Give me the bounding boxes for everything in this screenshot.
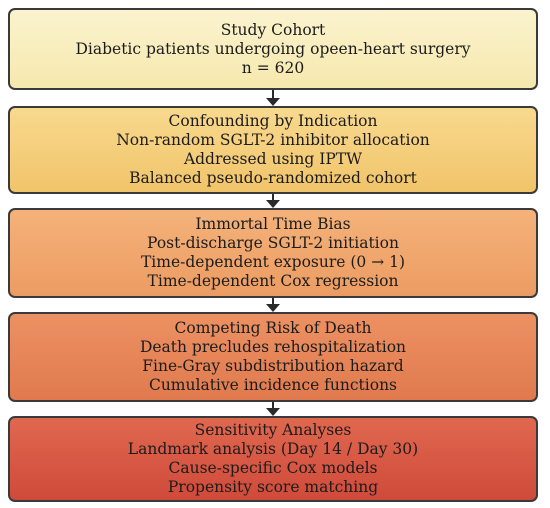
box-line: Non-random SGLT-2 inhibitor allocation (116, 131, 430, 149)
box-line: Fine-Gray subdistribution hazard (142, 357, 404, 375)
box-line: Diabetic patients undergoing opeen-heart… (75, 39, 471, 58)
box-line: Propensity score matching (167, 478, 379, 496)
box-line: Balanced pseudo-randomized cohort (129, 169, 417, 187)
down-arrow-icon (266, 298, 280, 312)
box-title: Immortal Time Bias (195, 215, 351, 233)
box-title: Sensitivity Analyses (194, 421, 352, 439)
box-title: Confounding by Indication (168, 112, 378, 130)
competing-risk-box: Competing Risk of Death Death precludes … (8, 312, 538, 402)
sensitivity-analyses-box: Sensitivity Analyses Landmark analysis (… (8, 416, 538, 502)
box-line: Post-discharge SGLT-2 initiation (147, 234, 399, 252)
study-cohort-box: Study Cohort Diabetic patients undergoin… (8, 8, 538, 90)
box-line: Landmark analysis (Day 14 / Day 30) (127, 440, 419, 458)
box-line: Time-dependent exposure (0 → 1) (140, 253, 406, 271)
box-line: Cause-specific Cox models (168, 459, 378, 477)
box-title: Study Cohort (220, 20, 326, 39)
box-title: Competing Risk of Death (174, 319, 372, 337)
down-arrow-icon (266, 90, 280, 106)
box-line: Time-dependent Cox regression (147, 272, 399, 290)
confounding-box: Confounding by Indication Non-random SGL… (8, 106, 538, 194)
box-line: Addressed using IPTW (183, 150, 363, 168)
box-line: n = 620 (241, 58, 305, 77)
box-line: Death precludes rehospitalization (139, 338, 407, 356)
down-arrow-icon (266, 402, 280, 416)
down-arrow-icon (266, 194, 280, 208)
immortal-time-bias-box: Immortal Time Bias Post-discharge SGLT-2… (8, 208, 538, 298)
box-line: Cumulative incidence functions (148, 376, 398, 394)
